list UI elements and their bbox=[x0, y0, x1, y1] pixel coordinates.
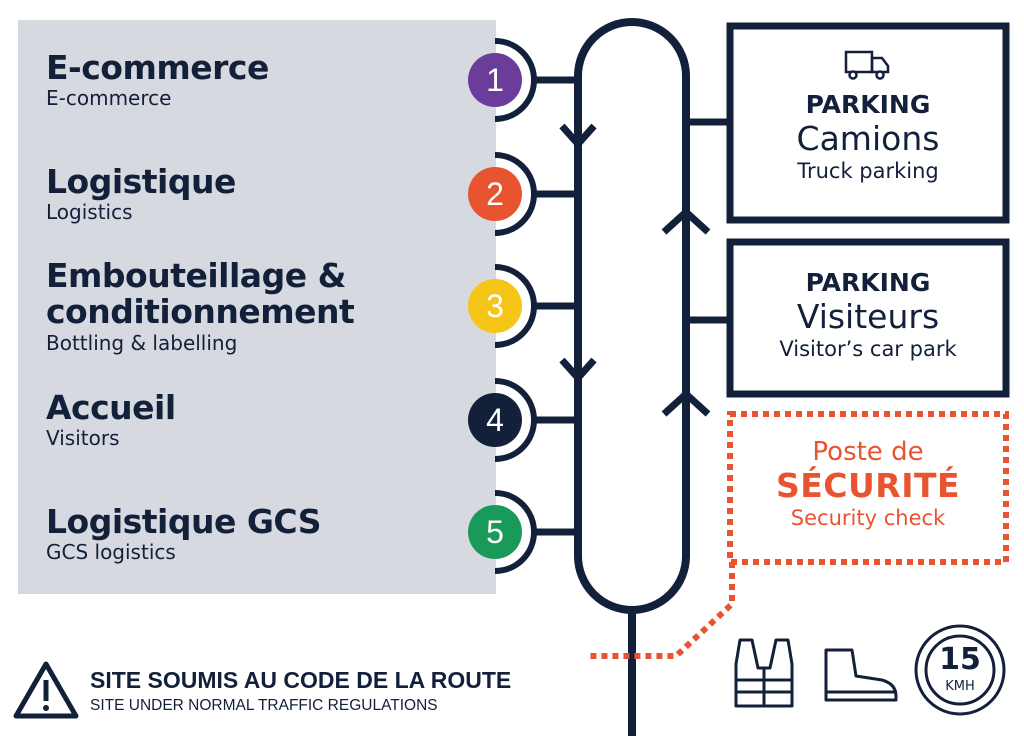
parking-trucks-label: PARKING Camions Truck parking bbox=[734, 90, 1002, 184]
safety-boot-icon bbox=[824, 648, 898, 702]
stop-1-title: E-commerce bbox=[46, 48, 269, 87]
stop-branches bbox=[534, 76, 578, 536]
security-path bbox=[588, 562, 735, 659]
stop-4-subtitle: Visitors bbox=[46, 426, 120, 450]
parking-trucks-line3: Truck parking bbox=[797, 159, 939, 183]
stop-2-title: Logistique bbox=[46, 162, 236, 201]
stop-3-badge: 3 bbox=[468, 279, 522, 333]
stop-1-subtitle: E-commerce bbox=[46, 86, 172, 110]
speed-limit-sign bbox=[914, 624, 1006, 716]
loop-road bbox=[574, 18, 690, 614]
parking-visitors-label: PARKING Visiteurs Visitor’s car park bbox=[734, 268, 1002, 362]
stop-2-subtitle: Logistics bbox=[46, 200, 133, 224]
stop-4-title: Accueil bbox=[46, 388, 176, 427]
stop-3-subtitle: Bottling & labelling bbox=[46, 331, 238, 355]
stop-5-title: Logistique GCS bbox=[46, 502, 322, 541]
notice-subtitle: SITE UNDER NORMAL TRAFFIC REGULATIONS bbox=[90, 697, 438, 714]
badge-rings bbox=[494, 38, 537, 574]
parking-branches bbox=[686, 118, 728, 324]
arrow-down-2 bbox=[559, 357, 597, 384]
locations-panel bbox=[18, 20, 496, 594]
security-label: Poste de SÉCURITÉ Security check bbox=[744, 436, 992, 532]
stop-5-badge: 5 bbox=[468, 505, 522, 559]
notice-title: SITE SOUMIS AU CODE DE LA ROUTE bbox=[90, 667, 512, 693]
security-line1: Poste de bbox=[812, 437, 924, 467]
parking-trucks-line1: PARKING bbox=[805, 90, 931, 119]
truck-icon bbox=[844, 50, 890, 80]
arrow-down-1 bbox=[559, 123, 597, 150]
security-line2: SÉCURITÉ bbox=[775, 466, 961, 505]
security-box bbox=[727, 411, 1009, 565]
arrow-up-1 bbox=[661, 207, 711, 235]
direction-arrows bbox=[559, 123, 711, 417]
arrow-up-2 bbox=[661, 389, 711, 417]
stop-3-title: Embouteillage & conditionnement bbox=[46, 256, 355, 331]
parking-trucks-line2: Camions bbox=[796, 119, 940, 158]
speed-limit: 15 KMH bbox=[918, 628, 1002, 712]
parking-trucks-box bbox=[726, 22, 1010, 224]
parking-visitors-line3: Visitor’s car park bbox=[779, 337, 957, 361]
stop-2-badge: 2 bbox=[468, 167, 522, 221]
parking-visitors-line2: Visiteurs bbox=[796, 297, 940, 336]
warning-icon bbox=[13, 661, 79, 719]
speed-limit-value: 15 bbox=[939, 642, 981, 677]
speed-limit-unit: KMH bbox=[945, 679, 975, 694]
security-line3: Security check bbox=[790, 506, 946, 530]
stop-4-badge: 4 bbox=[468, 393, 522, 447]
safety-vest-icon bbox=[734, 638, 794, 708]
parking-visitors-box bbox=[726, 238, 1010, 398]
stop-5-subtitle: GCS logistics bbox=[46, 540, 176, 564]
parking-visitors-line1: PARKING bbox=[805, 268, 931, 297]
stop-1-badge: 1 bbox=[468, 53, 522, 107]
